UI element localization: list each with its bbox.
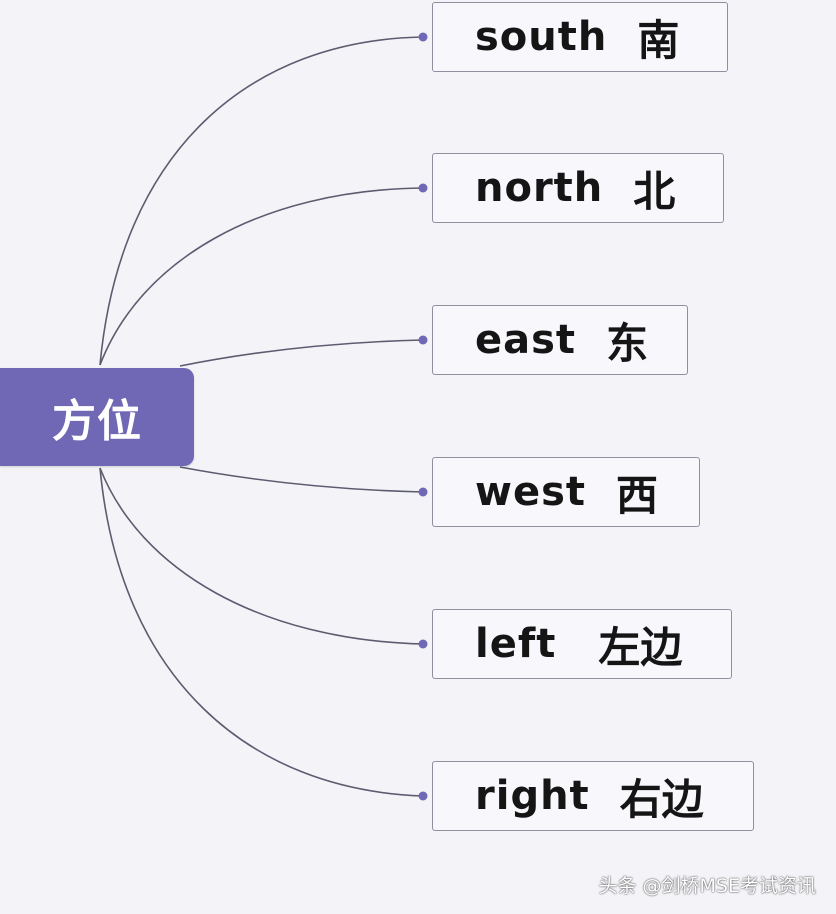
connector-dot-left: [418, 639, 428, 649]
connector-dot-west: [418, 487, 428, 497]
branch-node-left[interactable]: left 左边: [432, 609, 732, 679]
connector-east: [179, 339, 424, 367]
branch-node-east[interactable]: east 东: [432, 305, 688, 375]
branch-node-west[interactable]: west 西: [432, 457, 700, 527]
branch-node-south[interactable]: south 南: [432, 2, 728, 72]
root-node-label: 方位: [52, 396, 142, 447]
connector-west: [179, 466, 424, 493]
branch-node-chinese-label: 南: [637, 15, 680, 65]
branch-node-chinese-label: 北: [633, 166, 676, 216]
branch-node-english-label: east: [475, 317, 577, 363]
branch-node-chinese-label: 东: [606, 318, 649, 368]
root-node[interactable]: 方位: [0, 368, 194, 466]
connector-right: [99, 467, 424, 797]
branch-node-english-label: south: [475, 14, 608, 60]
connector-left: [99, 467, 424, 645]
branch-node-right[interactable]: right 右边: [432, 761, 754, 831]
connector-dot-north: [418, 183, 428, 193]
branch-node-english-label: right: [475, 773, 590, 819]
branch-node-chinese-label: 右边: [619, 774, 704, 824]
connector-dot-right: [418, 791, 428, 801]
connector-dot-east: [418, 335, 428, 345]
branch-node-english-label: west: [475, 469, 587, 515]
connector-north: [99, 187, 424, 366]
branch-node-chinese-label: 左边: [598, 622, 683, 672]
watermark: 头条 @剑桥MSE考试资讯: [598, 875, 817, 897]
branch-node-english-label: north: [475, 165, 604, 211]
connector-south: [99, 36, 424, 366]
branch-node-english-label: left: [475, 621, 557, 667]
branch-node-north[interactable]: north 北: [432, 153, 724, 223]
branch-node-chinese-label: 西: [616, 470, 659, 520]
connector-dot-south: [418, 32, 428, 42]
